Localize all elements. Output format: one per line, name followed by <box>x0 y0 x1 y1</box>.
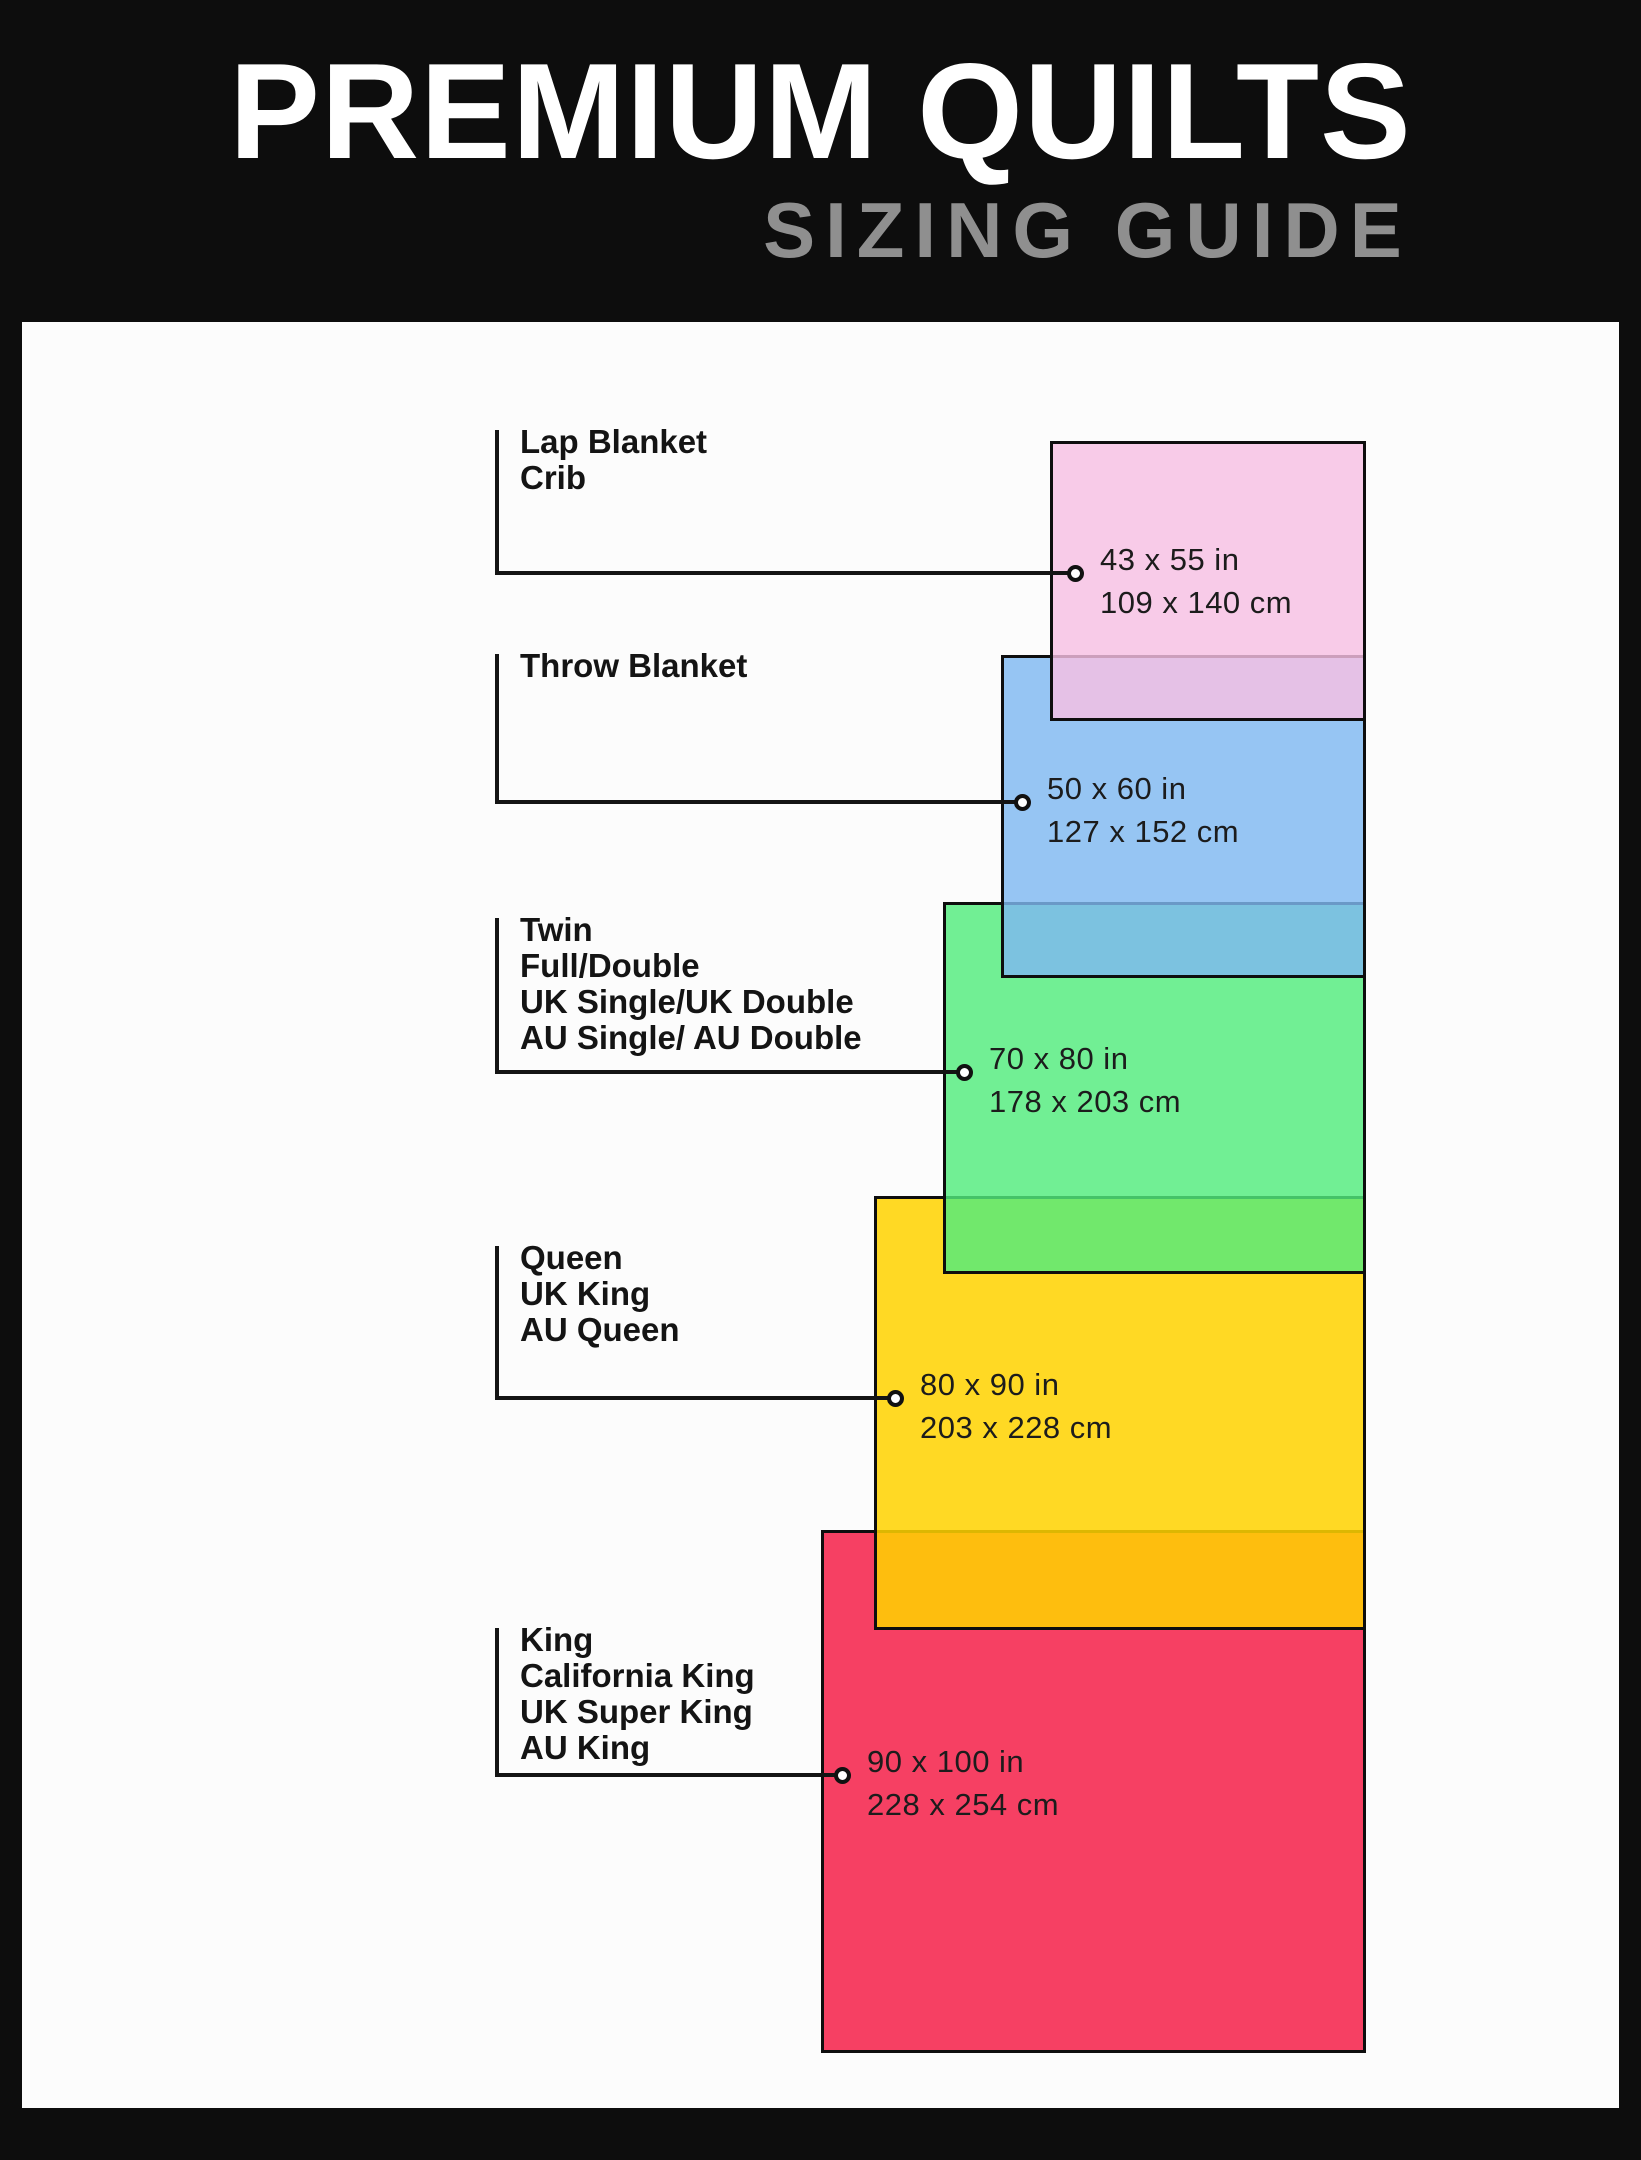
dimension-cm: 178 x 203 cm <box>989 1084 1182 1119</box>
connector-dot <box>1067 565 1084 582</box>
connector-dot <box>956 1064 973 1081</box>
connector-vline <box>495 654 499 804</box>
dimension-cm: 203 x 228 cm <box>920 1410 1113 1445</box>
dimension-cm: 228 x 254 cm <box>867 1787 1060 1822</box>
label-line: UK King <box>520 1275 651 1312</box>
label-line: Queen <box>520 1239 623 1276</box>
connector-vline <box>495 1628 499 1777</box>
size-label-lap-blanket: Lap Blanket Crib <box>520 424 707 496</box>
label-line: UK Single/UK Double <box>520 983 854 1020</box>
label-line: UK Super King <box>520 1693 753 1730</box>
dimension-inches: 50 x 60 in <box>1047 771 1187 806</box>
dimensions-twin: 70 x 80 in 178 x 203 cm <box>989 1037 1181 1123</box>
connector-vline <box>495 430 499 575</box>
connector-hline <box>495 571 1075 575</box>
header-inner: PREMIUM QUILTS SIZING GUIDE <box>229 40 1412 276</box>
size-label-throw-blanket: Throw Blanket <box>520 648 747 684</box>
label-line: AU King <box>520 1729 651 1766</box>
dimension-cm: 109 x 140 cm <box>1100 585 1293 620</box>
label-line: California King <box>520 1657 755 1694</box>
dimensions-queen: 80 x 90 in 203 x 228 cm <box>920 1363 1112 1449</box>
label-line: Throw Blanket <box>520 647 748 684</box>
connector-vline <box>495 1246 499 1400</box>
dimension-inches: 43 x 55 in <box>1100 542 1240 577</box>
header: PREMIUM QUILTS SIZING GUIDE <box>0 40 1641 276</box>
size-label-twin: Twin Full/Double UK Single/UK Double AU … <box>520 912 862 1056</box>
connector-dot <box>1014 794 1031 811</box>
dimensions-lap-blanket: 43 x 55 in 109 x 140 cm <box>1100 538 1292 624</box>
quilt-rect-lap-blanket <box>1050 441 1366 721</box>
dimensions-throw-blanket: 50 x 60 in 127 x 152 cm <box>1047 767 1239 853</box>
connector-dot <box>887 1390 904 1407</box>
connector-hline <box>495 1773 842 1777</box>
label-line: AU Queen <box>520 1311 680 1348</box>
connector-dot <box>834 1767 851 1784</box>
size-label-queen: Queen UK King AU Queen <box>520 1240 680 1348</box>
dimension-inches: 90 x 100 in <box>867 1744 1025 1779</box>
size-label-king: King California King UK Super King AU Ki… <box>520 1622 755 1766</box>
page-subtitle: SIZING GUIDE <box>763 185 1412 274</box>
connector-hline <box>495 1396 895 1400</box>
label-line: AU Single/ AU Double <box>520 1019 862 1056</box>
label-line: Twin <box>520 911 593 948</box>
connector-vline <box>495 918 499 1074</box>
label-line: Full/Double <box>520 947 700 984</box>
page-title: PREMIUM QUILTS <box>229 35 1412 187</box>
label-line: King <box>520 1621 594 1658</box>
dimensions-king: 90 x 100 in 228 x 254 cm <box>867 1740 1059 1826</box>
connector-hline <box>495 1070 964 1074</box>
label-line: Crib <box>520 459 586 496</box>
label-line: Lap Blanket <box>520 423 708 460</box>
dimension-cm: 127 x 152 cm <box>1047 814 1240 849</box>
connector-hline <box>495 800 1022 804</box>
dimension-inches: 80 x 90 in <box>920 1367 1060 1402</box>
dimension-inches: 70 x 80 in <box>989 1041 1129 1076</box>
